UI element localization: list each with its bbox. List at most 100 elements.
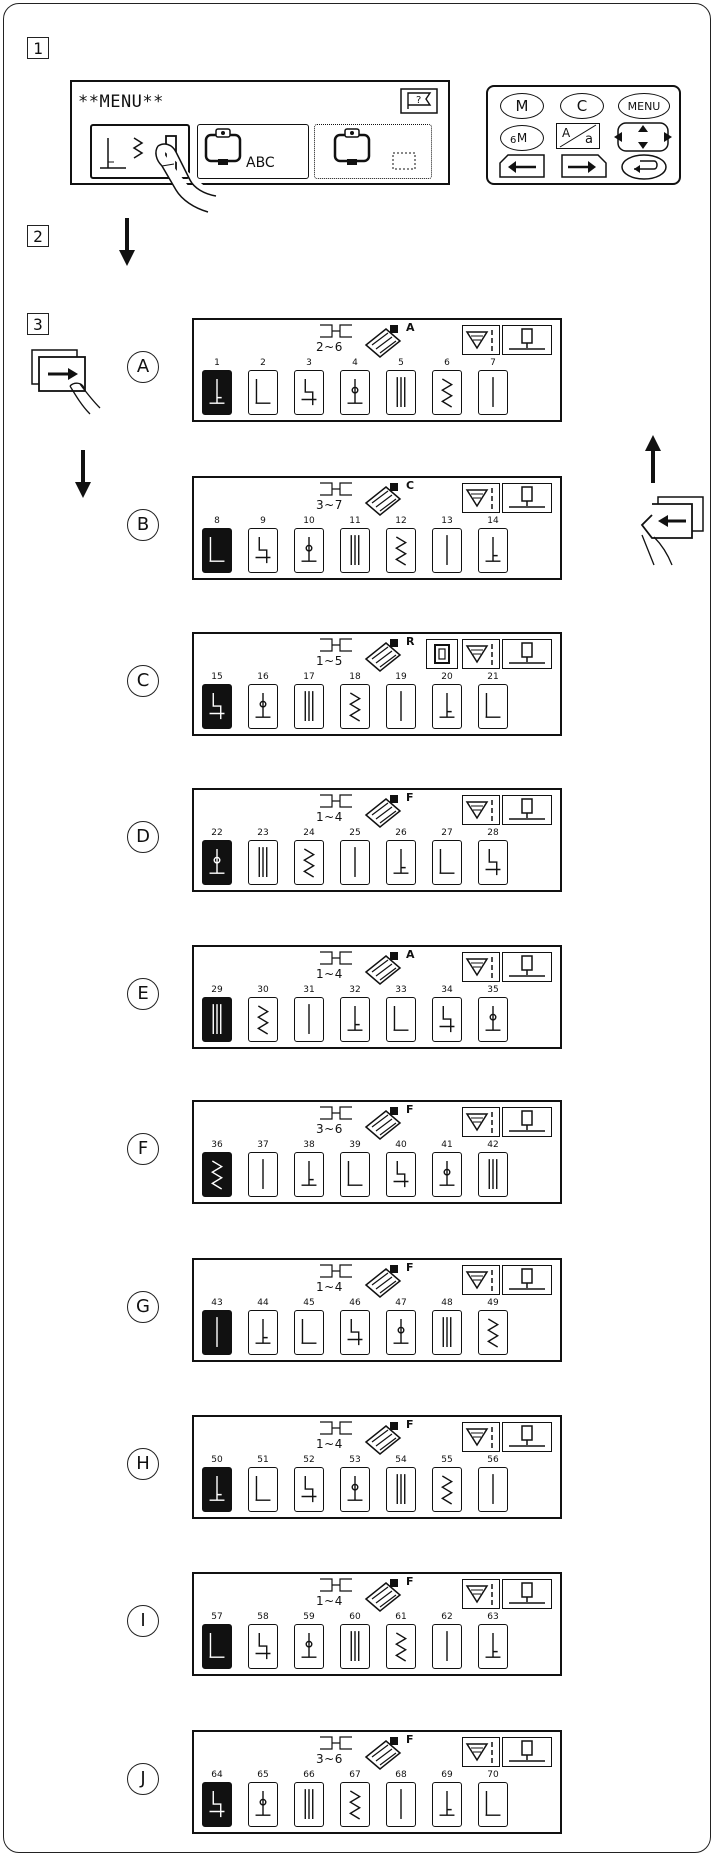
pattern-key-20[interactable] (432, 684, 462, 729)
pattern-key-33[interactable] (386, 997, 416, 1042)
pattern-key-30[interactable] (248, 997, 278, 1042)
pattern-key-51[interactable] (248, 1467, 278, 1512)
page-forward-key-icon[interactable] (558, 151, 610, 181)
buttonhole-size-button[interactable] (426, 639, 458, 669)
pattern-key-13[interactable] (432, 528, 462, 573)
pattern-key-23[interactable] (248, 840, 278, 885)
stitch-settings-button[interactable] (462, 1579, 500, 1609)
pattern-key-3[interactable] (294, 370, 324, 415)
stitch-settings-button[interactable] (462, 1422, 500, 1452)
pattern-key-18[interactable] (340, 684, 370, 729)
pattern-key-36[interactable] (202, 1152, 232, 1197)
needle-position-button[interactable] (502, 1579, 552, 1609)
pattern-key-47[interactable] (386, 1310, 416, 1355)
pattern-key-27[interactable] (432, 840, 462, 885)
pattern-key-65[interactable] (248, 1782, 278, 1827)
stitch-settings-button[interactable] (462, 483, 500, 513)
help-flag-icon[interactable]: ? (400, 88, 438, 114)
pattern-key-48[interactable] (432, 1310, 462, 1355)
pattern-key-17[interactable] (294, 684, 324, 729)
pattern-key-64[interactable] (202, 1782, 232, 1827)
pattern-key-70[interactable] (478, 1782, 508, 1827)
stitch-settings-button[interactable] (462, 1737, 500, 1767)
pattern-key-8[interactable] (202, 528, 232, 573)
pattern-key-52[interactable] (294, 1467, 324, 1512)
pattern-key-9[interactable] (248, 528, 278, 573)
pattern-key-21[interactable] (478, 684, 508, 729)
pattern-key-54[interactable] (386, 1467, 416, 1512)
pattern-key-31[interactable] (294, 997, 324, 1042)
pattern-key-49[interactable] (478, 1310, 508, 1355)
pattern-key-6[interactable] (432, 370, 462, 415)
pattern-key-55[interactable] (432, 1467, 462, 1512)
pattern-key-25[interactable] (340, 840, 370, 885)
pattern-key-24[interactable] (294, 840, 324, 885)
pattern-key-60[interactable] (340, 1624, 370, 1669)
pattern-key-61[interactable] (386, 1624, 416, 1669)
memory-recall-key[interactable]: M (500, 125, 544, 151)
pattern-key-28[interactable] (478, 840, 508, 885)
pattern-key-37[interactable] (248, 1152, 278, 1197)
pattern-key-66[interactable] (294, 1782, 324, 1827)
memory-key[interactable]: M (500, 93, 544, 119)
pattern-key-19[interactable] (386, 684, 416, 729)
pattern-key-35[interactable] (478, 997, 508, 1042)
pattern-key-63[interactable] (478, 1624, 508, 1669)
pattern-key-46[interactable] (340, 1310, 370, 1355)
pattern-key-44[interactable] (248, 1310, 278, 1355)
pattern-key-34[interactable] (432, 997, 462, 1042)
alphabet-button[interactable]: ABC (197, 124, 309, 179)
direction-pad-icon[interactable] (612, 121, 674, 153)
pattern-key-2[interactable] (248, 370, 278, 415)
pattern-key-10[interactable] (294, 528, 324, 573)
needle-position-button[interactable] (502, 483, 552, 513)
pattern-key-58[interactable] (248, 1624, 278, 1669)
embroidery-button[interactable] (314, 124, 432, 179)
pattern-key-12[interactable] (386, 528, 416, 573)
needle-position-button[interactable] (502, 1422, 552, 1452)
pattern-key-39[interactable] (340, 1152, 370, 1197)
stitch-settings-button[interactable] (462, 639, 500, 669)
pattern-key-7[interactable] (478, 370, 508, 415)
pattern-key-56[interactable] (478, 1467, 508, 1512)
menu-key[interactable]: MENU (618, 93, 670, 119)
needle-position-button[interactable] (502, 1265, 552, 1295)
stitch-settings-button[interactable] (462, 325, 500, 355)
return-key-icon[interactable] (620, 153, 668, 181)
pattern-key-5[interactable] (386, 370, 416, 415)
pattern-key-16[interactable] (248, 684, 278, 729)
pattern-key-14[interactable] (478, 528, 508, 573)
pattern-key-59[interactable] (294, 1624, 324, 1669)
pattern-key-4[interactable] (340, 370, 370, 415)
pattern-key-45[interactable] (294, 1310, 324, 1355)
pattern-key-62[interactable] (432, 1624, 462, 1669)
pattern-key-41[interactable] (432, 1152, 462, 1197)
case-key[interactable]: A a (556, 123, 600, 149)
stitch-settings-button[interactable] (462, 952, 500, 982)
pattern-key-57[interactable] (202, 1624, 232, 1669)
pattern-key-43[interactable] (202, 1310, 232, 1355)
pattern-key-67[interactable] (340, 1782, 370, 1827)
pattern-key-32[interactable] (340, 997, 370, 1042)
needle-position-button[interactable] (502, 1737, 552, 1767)
pattern-key-15[interactable] (202, 684, 232, 729)
pattern-key-29[interactable] (202, 997, 232, 1042)
pattern-key-1[interactable] (202, 370, 232, 415)
pattern-key-42[interactable] (478, 1152, 508, 1197)
needle-position-button[interactable] (502, 795, 552, 825)
needle-position-button[interactable] (502, 639, 552, 669)
stitch-settings-button[interactable] (462, 795, 500, 825)
page-back-key-icon[interactable] (496, 151, 548, 181)
needle-position-button[interactable] (502, 952, 552, 982)
pattern-key-11[interactable] (340, 528, 370, 573)
needle-position-button[interactable] (502, 325, 552, 355)
pattern-key-40[interactable] (386, 1152, 416, 1197)
pattern-key-22[interactable] (202, 840, 232, 885)
pattern-key-53[interactable] (340, 1467, 370, 1512)
pattern-key-26[interactable] (386, 840, 416, 885)
stitch-settings-button[interactable] (462, 1107, 500, 1137)
needle-position-button[interactable] (502, 1107, 552, 1137)
clear-key[interactable]: C (560, 93, 604, 119)
pattern-key-68[interactable] (386, 1782, 416, 1827)
stitch-settings-button[interactable] (462, 1265, 500, 1295)
